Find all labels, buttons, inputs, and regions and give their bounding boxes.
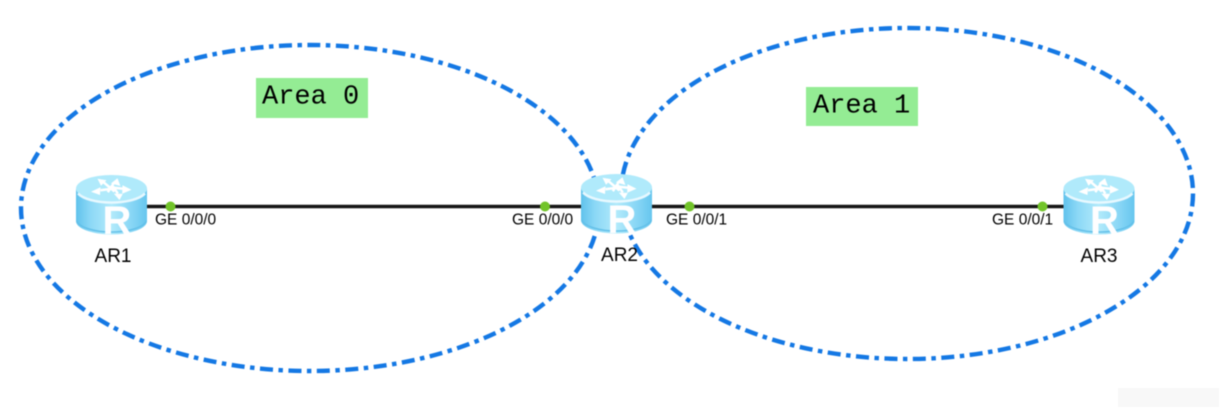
svg-text:AR1: AR1 xyxy=(95,246,132,267)
svg-text:Area 1: Area 1 xyxy=(813,92,910,122)
svg-text:AR3: AR3 xyxy=(1081,246,1118,267)
svg-text:GE 0/0/0: GE 0/0/0 xyxy=(155,212,217,229)
svg-text:GE 0/0/1: GE 0/0/1 xyxy=(666,212,727,229)
svg-text:GE 0/0/1: GE 0/0/1 xyxy=(992,212,1053,229)
svg-text:Area 0: Area 0 xyxy=(262,83,359,113)
svg-text:AR2: AR2 xyxy=(601,245,638,266)
svg-text:GE 0/0/0: GE 0/0/0 xyxy=(512,212,574,229)
